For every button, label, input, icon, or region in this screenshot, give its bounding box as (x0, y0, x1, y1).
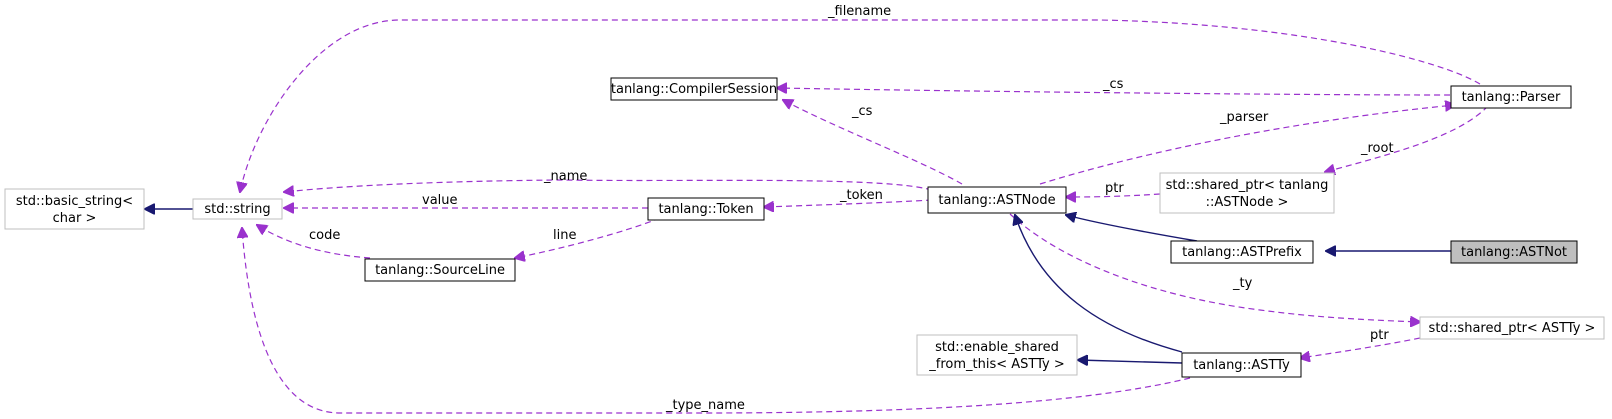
node-astty[interactable]: tanlang::ASTTy (1181, 352, 1302, 378)
node-astnot-label: tanlang::ASTNot (1461, 245, 1567, 260)
edge-label-parser: _parser (1219, 110, 1269, 125)
edge-label-value: value (422, 193, 458, 208)
edge-astprefix-to-astnode (1066, 215, 1198, 242)
node-parser-label: tanlang::Parser (1462, 90, 1561, 105)
node-source-line-label: tanlang::SourceLine (375, 263, 505, 278)
node-token-label: tanlang::Token (658, 202, 753, 217)
edge-label-ptr-astnode: ptr (1105, 181, 1124, 196)
edge-astty-to-enable-shared (1078, 360, 1183, 363)
node-std-string-label: std::string (204, 202, 270, 217)
node-compiler-session[interactable]: tanlang::CompilerSession (610, 77, 778, 101)
edge-label-cs-parser: _cs (1102, 77, 1124, 92)
edge-ptr-astty (1300, 337, 1421, 358)
edge-root (1325, 105, 1489, 172)
node-shared-ptr-astnode-label-line1: std::shared_ptr< tanlang (1166, 178, 1329, 193)
edge-ptr-astnode (1066, 194, 1161, 197)
edge-cs-astnode (783, 100, 963, 185)
node-compiler-session-label: tanlang::CompilerSession (611, 82, 777, 97)
edge-label-code: code (309, 228, 340, 243)
node-astty-label: tanlang::ASTTy (1193, 358, 1290, 373)
edge-filename (240, 19, 1481, 192)
node-basic-string-label-line1: std::basic_string< (16, 194, 133, 209)
node-source-line[interactable]: tanlang::SourceLine (364, 258, 516, 282)
node-shared-ptr-astnode-label-line2: ::ASTNode > (1206, 195, 1289, 210)
node-astprefix-label: tanlang::ASTPrefix (1182, 245, 1302, 260)
edge-parser (1039, 105, 1455, 185)
edge-label-name: _name (543, 169, 587, 184)
node-basic-string-label-line2: char > (53, 211, 97, 226)
node-astnot[interactable]: tanlang::ASTNot (1450, 240, 1578, 264)
edge-label-root: _root (1360, 141, 1394, 156)
node-enable-shared-from-this[interactable]: std::enable_shared _from_this< ASTTy > (916, 334, 1078, 376)
edge-label-filename: _filename (827, 4, 891, 19)
node-token[interactable]: tanlang::Token (647, 197, 765, 221)
edge-type-name (242, 228, 1191, 414)
edge-name (284, 179, 933, 192)
node-astnode-label: tanlang::ASTNode (938, 193, 1055, 208)
node-enable-shared-label-line2: _from_this< ASTTy > (928, 357, 1065, 372)
node-shared-ptr-astty-label: std::shared_ptr< ASTTy > (1429, 321, 1596, 336)
edge-token (764, 199, 933, 207)
edge-cs-parser (777, 88, 1451, 96)
node-parser[interactable]: tanlang::Parser (1450, 85, 1572, 109)
edge-label-line: line (553, 228, 576, 243)
node-astprefix[interactable]: tanlang::ASTPrefix (1170, 240, 1314, 264)
edge-label-ptr-astty: ptr (1370, 328, 1389, 343)
node-shared-ptr-astnode[interactable]: std::shared_ptr< tanlang ::ASTNode > (1159, 172, 1335, 214)
edge-label-token: _token (839, 188, 883, 203)
edge-label-type-name: _type_name (665, 398, 745, 413)
edge-line (515, 217, 661, 258)
node-std-string[interactable]: std::string (192, 198, 283, 220)
node-basic-string[interactable]: std::basic_string< char > (4, 188, 145, 230)
node-shared-ptr-astty[interactable]: std::shared_ptr< ASTTy > (1419, 316, 1605, 340)
edge-code (257, 225, 371, 259)
edge-label-cs-astnode: _cs (851, 104, 873, 119)
node-astnode[interactable]: tanlang::ASTNode (927, 186, 1067, 214)
edge-astty-to-astnode (1015, 215, 1183, 353)
edge-label-ty: _ty (1232, 276, 1253, 291)
node-enable-shared-label-line1: std::enable_shared (935, 340, 1059, 355)
edge-ty (1009, 213, 1420, 322)
